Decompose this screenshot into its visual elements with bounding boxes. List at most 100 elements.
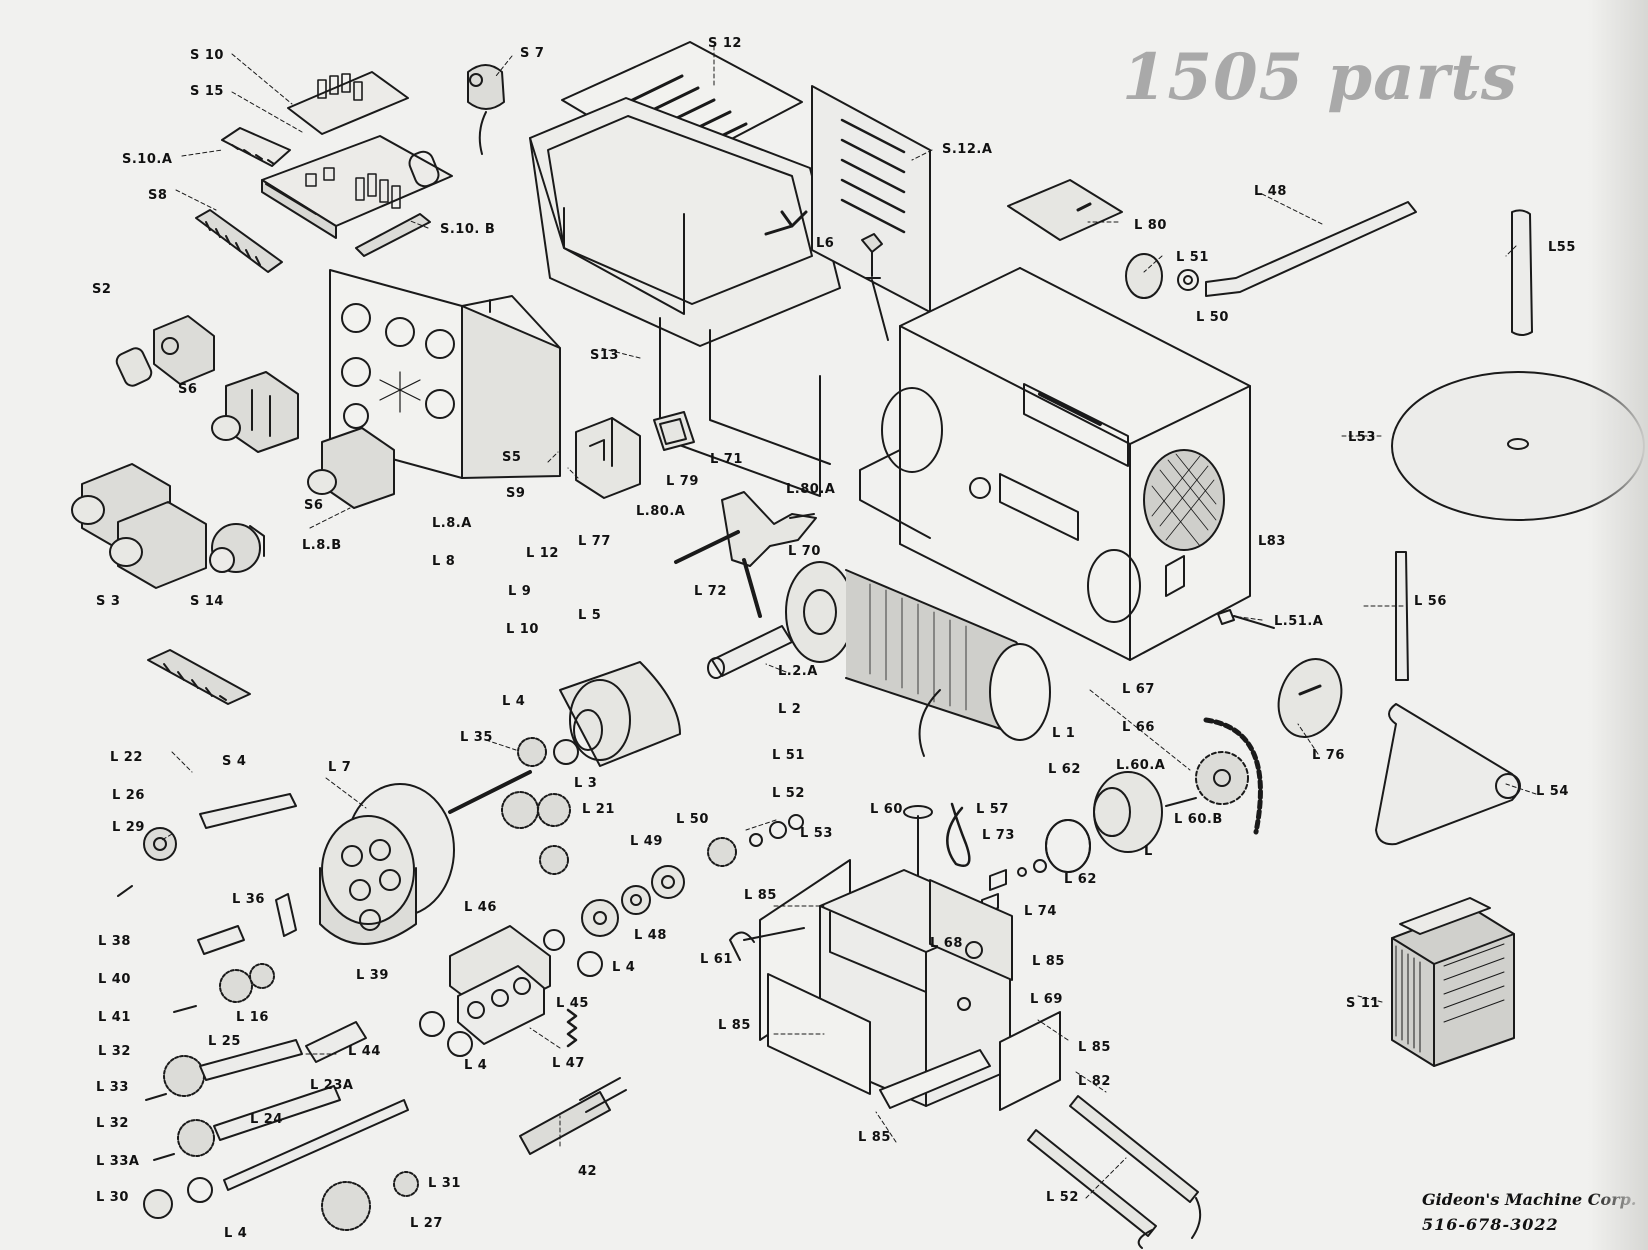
part-label: S5: [502, 450, 522, 465]
part-label: L 35: [460, 730, 493, 745]
housing-frame: [529, 97, 841, 497]
part-label: L 77: [578, 534, 611, 549]
part-label: L6: [816, 236, 835, 251]
part-label: L 33A: [96, 1154, 140, 1169]
part-label: L: [1144, 844, 1153, 859]
coupling-l60a: [1045, 771, 1197, 873]
page-edge-shadow: [1588, 0, 1648, 1250]
breaker-s9: [575, 417, 641, 499]
part-label: L.51.A: [1274, 614, 1324, 629]
turret-l7: [319, 783, 455, 945]
lower-shafts: [143, 1021, 409, 1219]
part-label: L 69: [1030, 992, 1063, 1007]
part-label: L 2: [778, 702, 802, 717]
part-label: L 45: [556, 996, 589, 1011]
handle-l55: [1511, 209, 1533, 336]
part-label: L 4: [224, 1226, 248, 1241]
part-label: L 71: [710, 452, 743, 467]
part-label: L 72: [694, 584, 727, 599]
part-label: L 85: [1032, 954, 1065, 969]
part-label: S 3: [96, 594, 121, 609]
part-label: L 56: [1414, 594, 1447, 609]
lever-l70: [721, 491, 817, 567]
part-label: L 61: [700, 952, 733, 967]
part-label: L 48: [634, 928, 667, 943]
rod-l48: [1205, 201, 1417, 297]
transformer-s11: [1391, 897, 1515, 1067]
main-housing-l83: [859, 267, 1251, 661]
part-label: L53: [1348, 430, 1376, 445]
part-label: L 50: [1196, 310, 1229, 325]
indexing-parts: [173, 893, 297, 1013]
pin-l56: [1395, 551, 1409, 681]
part-label: L 54: [1536, 784, 1569, 799]
part-label: L 21: [582, 802, 615, 817]
motor-l1: [785, 561, 1051, 757]
part-label: L 52: [772, 786, 805, 801]
part-label: L 68: [930, 936, 963, 951]
shaft-l22: [117, 793, 297, 897]
gears-l27-l31: [321, 1171, 419, 1231]
part-label: L 8: [432, 554, 456, 569]
part-label: L 85: [744, 888, 777, 903]
part-label: L 16: [236, 1010, 269, 1025]
part-label: L 32: [96, 1116, 129, 1131]
part-label: L 60: [870, 802, 903, 817]
part-label: L 60.B: [1174, 812, 1223, 827]
crank-handle-l54: [1375, 703, 1521, 846]
part-label: L 10: [506, 622, 539, 637]
part-label: L.8.B: [302, 538, 342, 553]
part-label: L.80.A: [786, 482, 836, 497]
part-label: L 53: [800, 826, 833, 841]
part-label: L 47: [552, 1056, 585, 1071]
terminal-strip-s10a: [221, 127, 291, 167]
spring-l47: [566, 1008, 578, 1048]
part-label: S.10.A: [122, 152, 173, 167]
part-label: S 14: [190, 594, 224, 609]
part-label: S 4: [222, 754, 247, 769]
part-label: L 4: [612, 960, 636, 975]
rotary-switch-s2: [115, 315, 215, 387]
box-assembly-l85: [729, 859, 1061, 1111]
part-label: S2: [92, 282, 112, 297]
part-label: S 12: [708, 36, 742, 51]
part-label: L 48: [1254, 184, 1287, 199]
part-label: L 62: [1048, 762, 1081, 777]
part-label: L 1: [1052, 726, 1076, 741]
push-switch-s6: [211, 371, 299, 453]
part-label: S6: [304, 498, 324, 513]
control-panel-s5: [329, 269, 561, 479]
part-label: L 44: [348, 1044, 381, 1059]
part-label: L 66: [1122, 720, 1155, 735]
part-label: L 40: [98, 972, 131, 987]
part-label: S 11: [1346, 996, 1380, 1011]
part-label: L 3: [574, 776, 598, 791]
pendant-switch-s7: [467, 64, 505, 155]
terminal-block-s8: [195, 209, 283, 273]
washers-l48-l50: [581, 814, 804, 937]
part-label: L 62: [1064, 872, 1097, 887]
switch-assembly-s3: [71, 463, 207, 589]
sprocket-l66: [1195, 717, 1263, 835]
shaft-l2: [707, 625, 793, 679]
part-label: L 32: [98, 1044, 131, 1059]
part-label: L 85: [858, 1130, 891, 1145]
part-label: L 30: [96, 1190, 129, 1205]
part-label: L 50: [676, 812, 709, 827]
part-label: L 12: [526, 546, 559, 561]
part-label: S 15: [190, 84, 224, 99]
part-label: L 49: [630, 834, 663, 849]
cover-l76: [1277, 658, 1343, 738]
part-label: L 29: [112, 820, 145, 835]
part-label: L.80.A: [636, 504, 686, 519]
part-label: L 23A: [310, 1078, 354, 1093]
part-label: L83: [1258, 534, 1286, 549]
lamp-l79: [653, 411, 695, 451]
part-label: L 41: [98, 1010, 131, 1025]
part-label: L 24: [250, 1112, 283, 1127]
part-label: L 74: [1024, 904, 1057, 919]
screw-l51a: [1217, 609, 1275, 629]
part-label: L 76: [1312, 748, 1345, 763]
knob-l51: [1125, 253, 1199, 299]
